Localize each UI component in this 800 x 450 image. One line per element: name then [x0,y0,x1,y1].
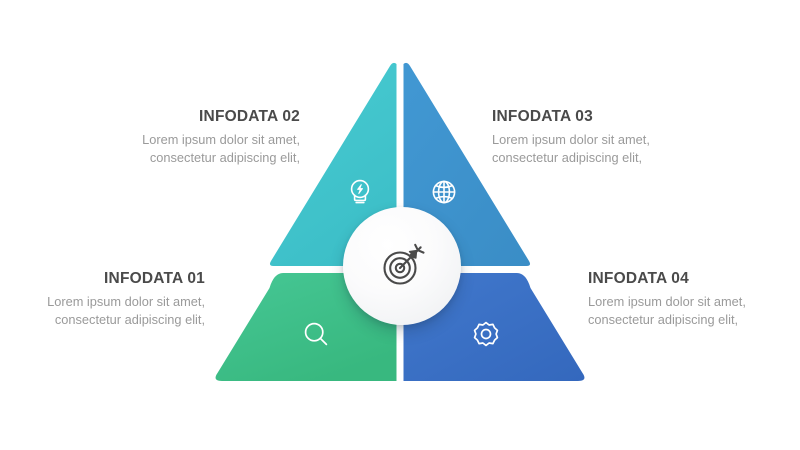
pyramid-segment-03[interactable] [403,62,531,266]
globe-icon[interactable] [428,176,460,208]
info-block-01: INFODATA 01 Lorem ipsum dolor sit amet, … [15,270,205,329]
info-block-02: INFODATA 02 Lorem ipsum dolor sit amet, … [110,108,300,167]
magnifier-icon[interactable] [300,318,332,350]
gear-icon[interactable] [470,318,502,350]
info-title-04: INFODATA 04 [588,270,689,287]
pyramid-segment-02[interactable] [269,62,397,266]
info-block-04: INFODATA 04 Lorem ipsum dolor sit amet, … [588,270,778,329]
info-description-03: Lorem ipsum dolor sit amet, consectetur … [492,131,650,165]
center-hub[interactable] [343,207,461,325]
info-description-01: Lorem ipsum dolor sit amet, consectetur … [47,293,205,327]
info-title-01: INFODATA 01 [104,270,205,287]
info-title-02: INFODATA 02 [199,108,300,125]
info-description-02: Lorem ipsum dolor sit amet, consectetur … [142,131,300,165]
info-block-03: INFODATA 03 Lorem ipsum dolor sit amet, … [492,108,682,167]
info-title-03: INFODATA 03 [492,108,593,125]
pyramid-segment-01[interactable] [215,273,397,381]
lightbulb-idea-icon[interactable] [344,176,376,208]
info-description-04: Lorem ipsum dolor sit amet, consectetur … [588,293,746,327]
target-arrow-icon [383,243,425,285]
